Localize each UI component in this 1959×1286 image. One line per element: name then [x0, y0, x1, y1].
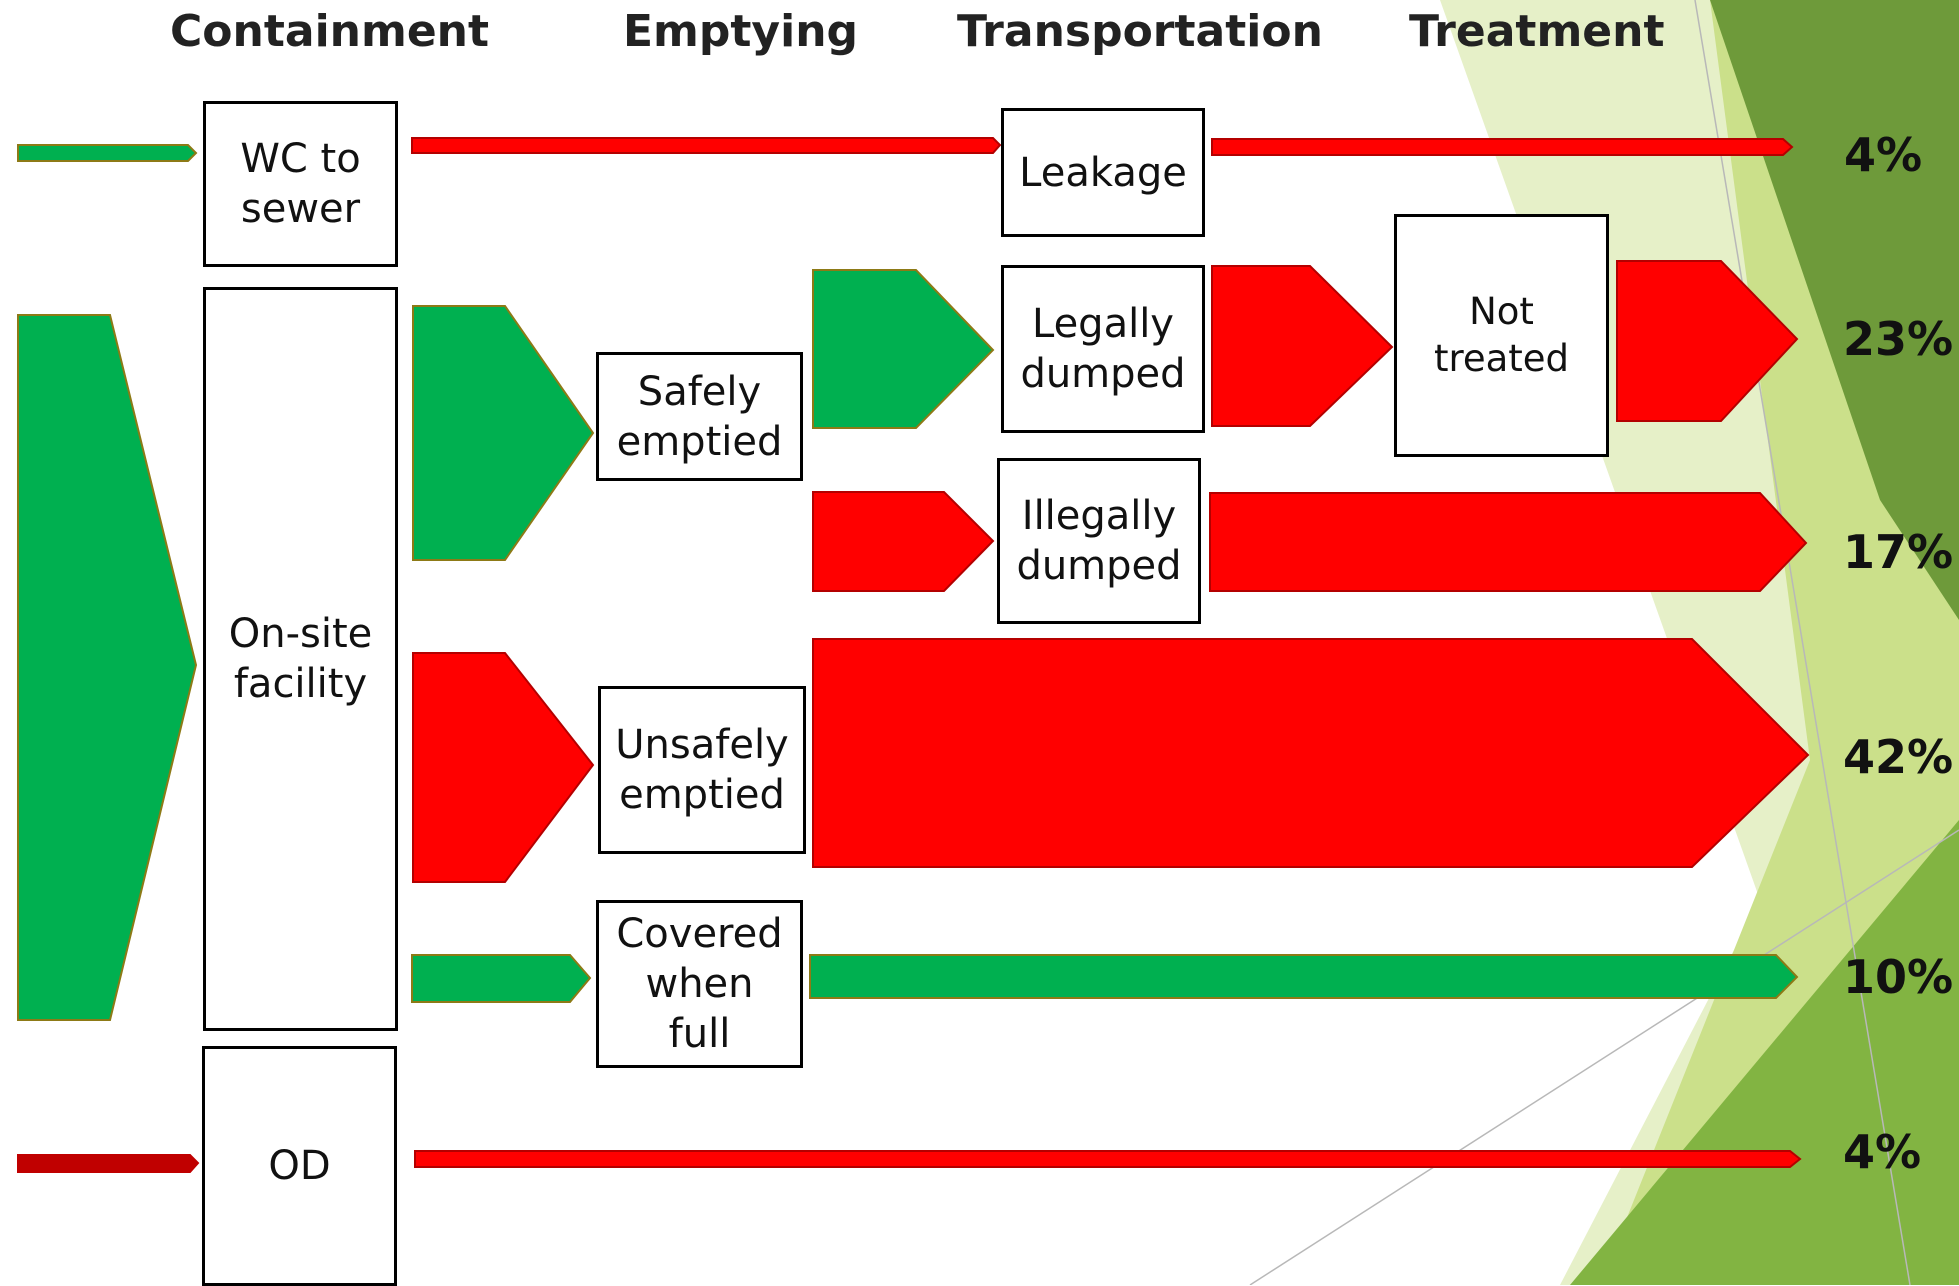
- od-box: OD: [202, 1046, 397, 1286]
- onsite-facility-box: On-site facility: [203, 287, 398, 1031]
- covered-when-full-box: Covered when full: [596, 900, 803, 1068]
- deco-mid-band: [1570, 820, 1959, 1285]
- leakage-label: Leakage: [1019, 149, 1187, 196]
- legally-dumped-box: Legally dumped: [1001, 265, 1205, 433]
- covered-outflow-arrow: [809, 954, 1799, 999]
- outcome-illegally-dumped-percent: 17%: [1843, 525, 1954, 579]
- onsite-to-safely-emptied-arrow: [412, 305, 595, 561]
- unsafely-emptied-box: Unsafely emptied: [598, 686, 806, 854]
- safely-emptied-label: Safely emptied: [616, 368, 783, 465]
- column-header-treatment: Treatment: [1409, 5, 1665, 57]
- safely-to-illegally-dumped-arrow: [812, 491, 995, 592]
- wc-input-arrow: [17, 144, 198, 162]
- illegally-dumped-outflow-arrow: [1209, 492, 1808, 592]
- not-treated-label: Not treated: [1433, 290, 1570, 380]
- od-label: OD: [268, 1143, 331, 1189]
- legally-dumped-label: Legally dumped: [1020, 301, 1186, 397]
- unsafely-emptied-label: Unsafely emptied: [615, 722, 789, 818]
- wc-to-leakage-arrow: [411, 137, 1002, 154]
- wc-to-sewer-box: WC to sewer: [203, 101, 398, 267]
- deco-line-1: [1694, 0, 1911, 1285]
- onsite-facility-label: On-site facility: [228, 611, 373, 707]
- not-treated-outflow-arrow: [1616, 260, 1799, 422]
- column-header-containment: Containment: [170, 5, 490, 57]
- outcome-unsafely-emptied-percent: 42%: [1843, 730, 1954, 784]
- unsafely-emptied-outflow-arrow: [812, 638, 1810, 868]
- outcome-leakage-percent: 4%: [1844, 128, 1923, 182]
- onsite-input-arrow: [17, 314, 198, 1021]
- safely-to-legally-dumped-arrow: [812, 269, 995, 429]
- leakage-outflow-arrow: [1211, 138, 1794, 156]
- not-treated-box: Not treated: [1394, 214, 1609, 457]
- column-header-emptying: Emptying: [623, 5, 859, 57]
- onsite-to-unsafely-emptied-arrow: [412, 652, 595, 883]
- onsite-to-covered-arrow: [411, 954, 592, 1003]
- od-input-arrow: [17, 1154, 200, 1173]
- covered-when-full-label: Covered when full: [616, 911, 783, 1057]
- illegally-dumped-label: Illegally dumped: [1016, 493, 1182, 589]
- outcome-od-percent: 4%: [1843, 1125, 1922, 1179]
- illegally-dumped-box: Illegally dumped: [997, 458, 1201, 624]
- leakage-box: Leakage: [1001, 108, 1205, 237]
- deco-line-2: [1249, 829, 1959, 1285]
- outcome-not-treated-percent: 23%: [1843, 312, 1954, 366]
- od-outflow-arrow: [414, 1150, 1802, 1168]
- column-header-transportation: Transportation: [957, 5, 1323, 57]
- outcome-covered-percent: 10%: [1843, 950, 1954, 1004]
- safely-emptied-box: Safely emptied: [596, 352, 803, 481]
- legally-dumped-to-not-treated-arrow: [1211, 265, 1394, 427]
- wc-to-sewer-label: WC to sewer: [240, 136, 361, 232]
